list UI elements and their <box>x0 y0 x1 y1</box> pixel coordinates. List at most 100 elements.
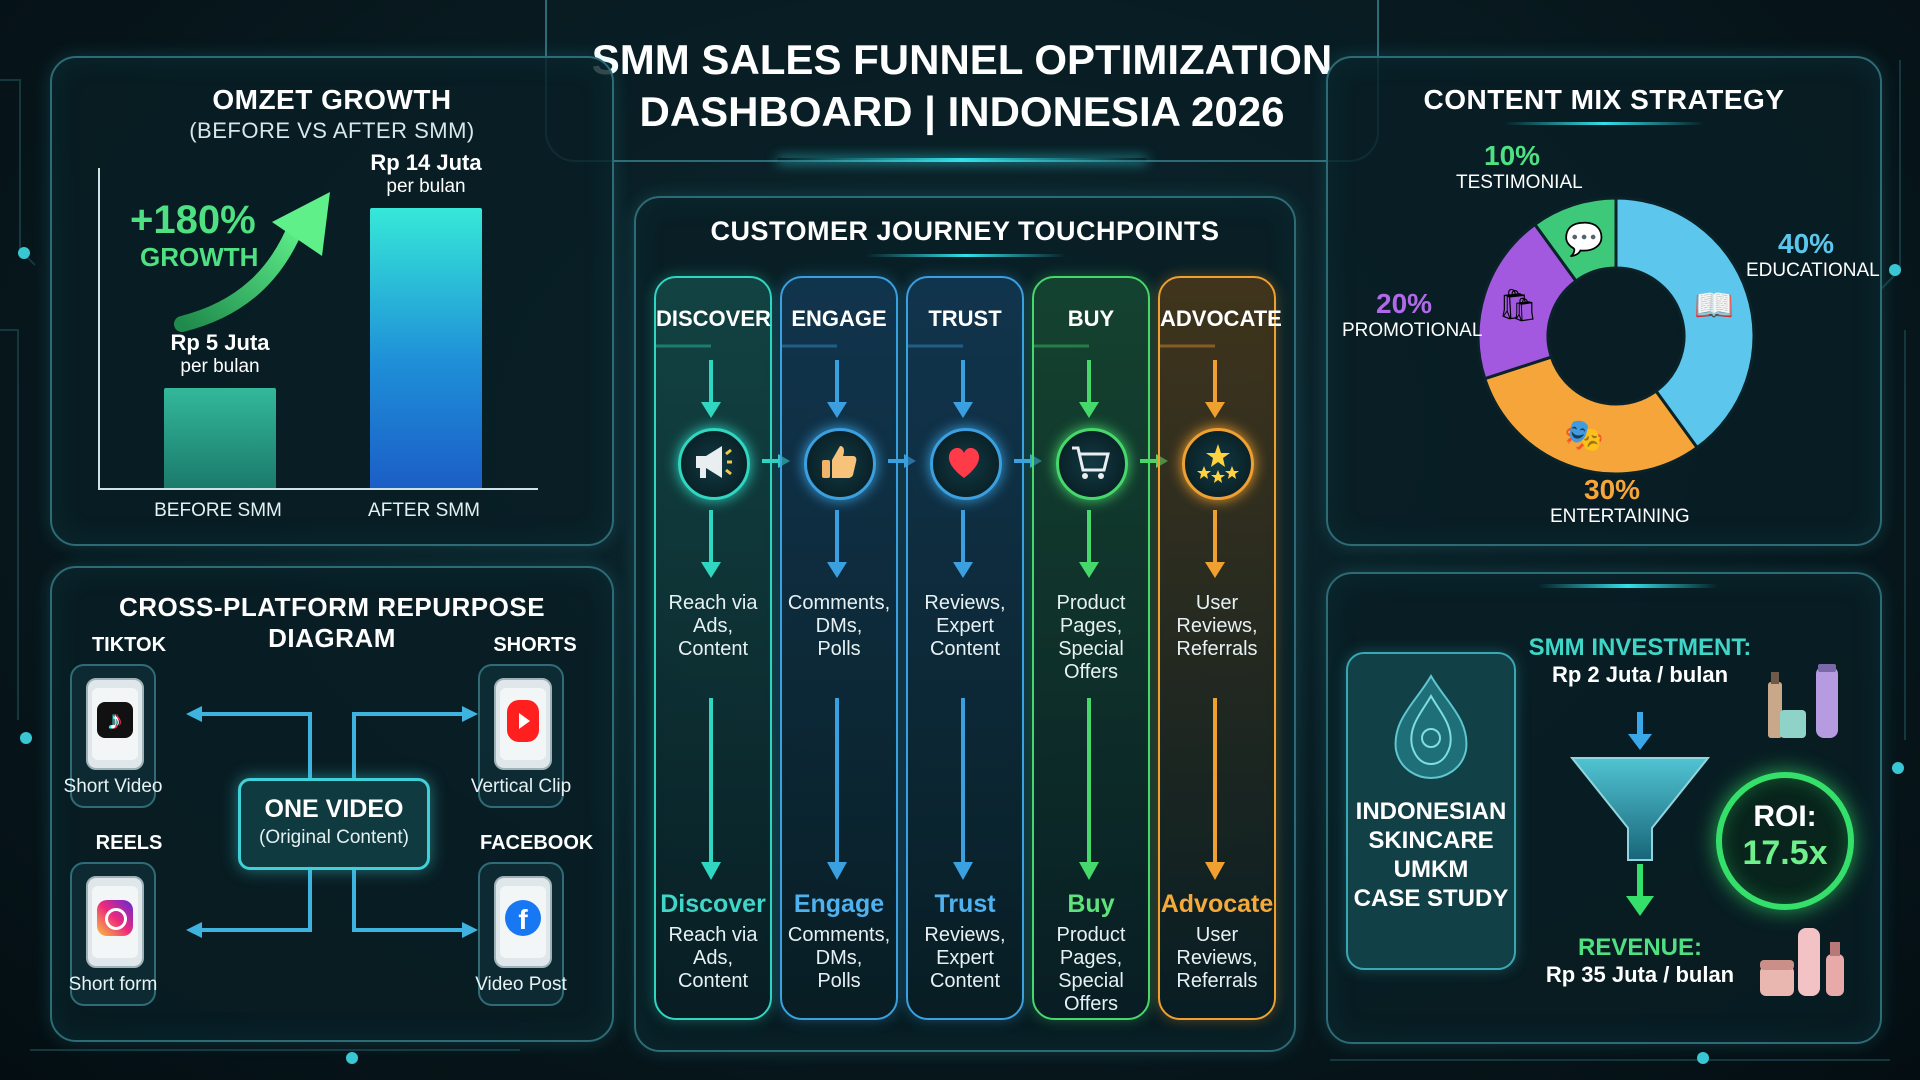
after-axis-label: AFTER SMM <box>368 500 480 521</box>
node-dot <box>18 247 30 259</box>
journey-circle <box>804 428 876 500</box>
repurpose-arrows <box>186 706 478 938</box>
donut-label-entertaining: ENTERTAINING <box>1550 506 1690 527</box>
roi-value: 17.5x <box>1742 834 1828 872</box>
case-study-title-line4: CASE STUDY <box>1353 885 1509 912</box>
journey-stage-label: Buy <box>1067 890 1115 918</box>
phone-frame <box>494 678 552 770</box>
journey-description: Comments,DMs,Polls <box>787 592 891 660</box>
case-study-top-glow <box>1538 584 1718 588</box>
header-glow-bar <box>777 158 1147 162</box>
shorts-caption: Vertical Clip <box>470 776 572 797</box>
donut-pct-promotional: 20% <box>1376 288 1433 319</box>
youtube-shorts-icon <box>507 700 539 742</box>
donut-slice-promotional[interactable] <box>1476 222 1579 381</box>
shorts-label: SHORTS <box>493 634 577 656</box>
theater-masks-icon: 🎭 <box>1564 417 1604 453</box>
donut-slice-entertaining[interactable] <box>1482 355 1700 476</box>
cart-icon <box>1068 440 1116 488</box>
journey-circle <box>1056 428 1128 500</box>
phone-screen <box>500 688 546 760</box>
facebook-icon: f <box>505 900 541 936</box>
stars-icon <box>1194 440 1242 488</box>
journey-column-head: ADVOCATE <box>1160 306 1282 331</box>
phone-screen: ♪ <box>92 688 138 760</box>
reels-tile[interactable]: Short form <box>69 862 157 1006</box>
node-dot <box>346 1052 358 1064</box>
journey-stage-label: Engage <box>793 890 885 918</box>
journey-column-head: ENGAGE <box>791 306 887 331</box>
platform-title: CROSS-PLATFORM REPURPOSE DIAGRAM <box>118 592 546 653</box>
investment-value: Rp 2 Juta / bulan <box>1551 662 1729 687</box>
skincare-bottles-icon <box>1768 664 1838 738</box>
thumbs-up-icon <box>816 440 864 488</box>
journey-column-head: TRUST <box>928 306 1002 331</box>
phone-frame <box>86 876 144 968</box>
bar-before-smm <box>164 388 276 488</box>
donut-label-promotional: PROMOTIONAL <box>1342 320 1483 341</box>
batik-emblem-icon <box>1394 674 1468 780</box>
case-study-card[interactable]: INDONESIAN SKINCARE UMKM CASE STUDY <box>1346 652 1516 970</box>
revenue-label: REVENUE: <box>1577 934 1703 961</box>
case-study-title-line1: INDONESIAN <box>1355 798 1507 825</box>
after-unit-label: per bulan <box>386 176 466 197</box>
chat-bubbles-icon: 💬 <box>1564 221 1604 257</box>
case-study-title-line2: SKINCARE <box>1368 827 1494 854</box>
cross-platform-panel: CROSS-PLATFORM REPURPOSE DIAGRAM ONE VID… <box>50 566 614 1042</box>
growth-percent: +180% <box>130 198 256 242</box>
donut-pct-educational: 40% <box>1778 228 1835 259</box>
before-axis-label: BEFORE SMM <box>154 500 282 521</box>
journey-column-arrows <box>1160 344 1225 880</box>
facebook-tile[interactable]: f Video Post <box>475 862 567 1006</box>
donut-pct-entertaining: 30% <box>1584 474 1641 505</box>
journey-stage-label: Discover <box>660 890 766 918</box>
growth-label: GROWTH <box>140 242 259 272</box>
donut-pct-testimonial: 10% <box>1484 140 1541 171</box>
content-mix-title-glow <box>1504 122 1704 125</box>
node-dot <box>1889 264 1901 276</box>
investment-label: SMM INVESTMENT: <box>1528 634 1752 661</box>
journey-circle <box>678 428 750 500</box>
journey-stage-description: Comments,DMs,Polls <box>787 924 891 992</box>
journey-column-arrows <box>1034 344 1099 880</box>
roi-badge: ROI: 17.5x <box>1716 772 1854 910</box>
one-video-subtitle: (Original Content) <box>259 827 409 848</box>
donut-slice-educational[interactable] <box>1614 196 1756 450</box>
instagram-icon <box>97 900 133 936</box>
page-title-line2: DASHBOARD | INDONESIA 2026 <box>639 88 1285 135</box>
one-video-box[interactable]: ONE VIDEO (Original Content) <box>238 778 430 870</box>
donut-label-educational: EDUCATIONAL <box>1746 260 1880 281</box>
omzet-subtitle: (BEFORE VS AFTER SMM) <box>189 118 475 143</box>
book-icon: 📖 <box>1694 287 1734 323</box>
omzet-y-axis <box>98 168 100 488</box>
before-unit-label: per bulan <box>180 356 260 377</box>
phone-frame: f <box>494 876 552 968</box>
facebook-caption: Video Post <box>475 974 567 995</box>
page-title: SMM SALES FUNNEL OPTIMIZATION DASHBOARD … <box>547 34 1377 138</box>
journey-column-arrows <box>782 344 847 880</box>
journey-title-glow <box>866 254 1066 257</box>
journey-circle <box>930 428 1002 500</box>
journey-stage-label: Trust <box>934 890 996 918</box>
after-value-label: Rp 14 Juta <box>370 150 482 175</box>
donut-slice-testimonial[interactable] <box>1532 196 1618 284</box>
tiktok-tile[interactable]: ♪ Short Video <box>64 664 162 808</box>
journey-column-head: BUY <box>1067 306 1115 331</box>
phone-screen <box>92 886 138 958</box>
shorts-tile[interactable]: Vertical Clip <box>471 664 571 808</box>
node-dot <box>20 732 32 744</box>
